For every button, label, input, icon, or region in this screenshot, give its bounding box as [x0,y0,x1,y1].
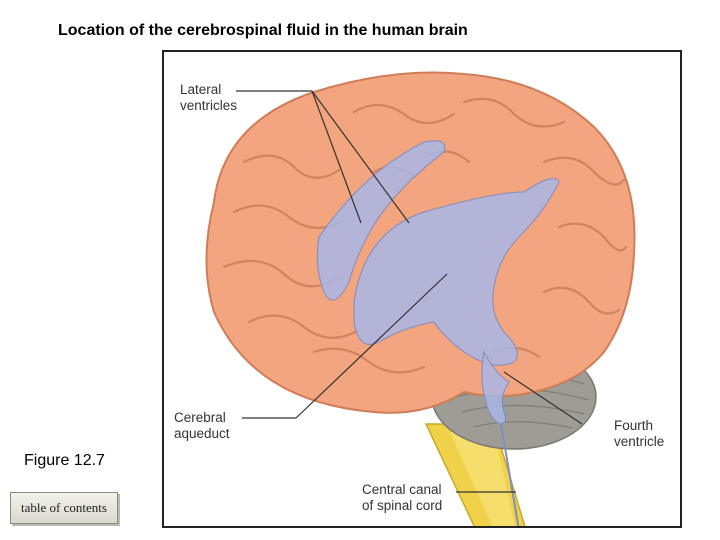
figure-caption: Figure 12.7 [24,452,105,469]
page-title: Location of the cerebrospinal fluid in t… [58,22,468,39]
table-of-contents-button[interactable]: table of contents [10,492,118,524]
label-lateral-ventricles: Lateral ventricles [180,82,237,113]
label-fourth-ventricle: Fourth ventricle [614,418,664,449]
label-central-canal: Central canal of spinal cord [362,482,445,513]
leader-lines [236,90,583,493]
toc-button-label: table of contents [21,500,107,515]
ventricles [316,140,560,425]
label-cerebral-aqueduct: Cerebral aqueduct [174,410,230,441]
central-canal [500,423,520,526]
brain-diagram-frame: Lateral ventricles Cerebral aqueduct Fou… [162,50,682,528]
brain-diagram: Lateral ventricles Cerebral aqueduct Fou… [174,71,664,526]
